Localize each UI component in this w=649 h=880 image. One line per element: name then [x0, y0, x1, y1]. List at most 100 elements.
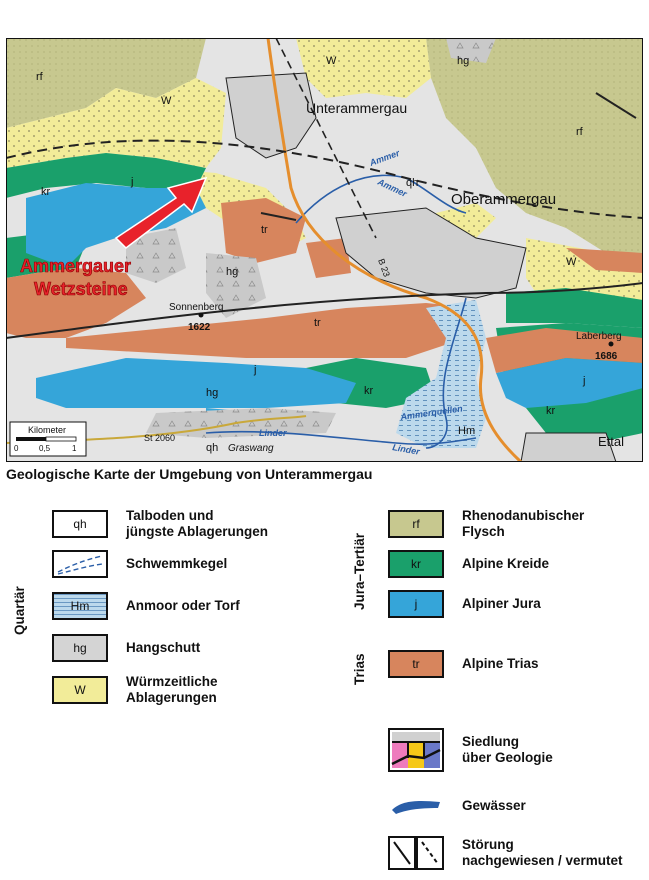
tr-area-right: [486, 328, 643, 373]
rf-area-right: [426, 38, 643, 268]
legend-w: W Würmzeitliche Ablagerungen: [52, 674, 218, 706]
legend-label-stoerung: Störung nachgewiesen / vermutet: [462, 837, 623, 868]
unit-label-rf-1: rf: [36, 71, 44, 83]
rf-area-left: [6, 38, 206, 128]
tr-area-left: [6, 268, 146, 338]
legend-code-tr: tr: [412, 657, 420, 671]
legend-swatch-kr: kr: [388, 550, 444, 578]
hg-area-center: [206, 253, 266, 318]
legend-label-kr: Alpine Kreide: [462, 556, 550, 571]
settlement-ettal: [520, 432, 617, 462]
tr-area-topright: [566, 248, 643, 273]
unit-label-hm-1: Hm: [458, 425, 475, 437]
scale-bar: Kilometer 0 0,5 1: [9, 421, 87, 457]
unit-label-j-2: j: [253, 364, 256, 376]
legend-swatch-qh: qh: [52, 510, 108, 538]
legend-label-hm: Anmoor oder Torf: [126, 598, 240, 613]
river-label-linder-1: Linder: [259, 428, 287, 438]
legend-code-w: W: [74, 683, 86, 697]
legend-gewaesser: Gewässer: [388, 796, 526, 816]
legend-qh: qh Talboden und jüngste Ablagerungen: [52, 508, 268, 540]
j-area-center: [36, 358, 356, 408]
legend-swatch-rf: rf: [388, 510, 444, 538]
place-graswang: Graswang: [228, 443, 274, 454]
legend-label-w: Würmzeitliche Ablagerungen: [126, 674, 218, 705]
geological-map: rf W W hg rf kr j qh tr hg W tr j kr hg …: [6, 38, 643, 462]
scale-0: 0: [14, 444, 19, 453]
group-quartaer: Quartär: [12, 586, 27, 635]
legend-swatch-tr: tr: [388, 650, 444, 678]
legend-label-hg: Hangschutt: [126, 640, 201, 655]
unit-label-j-3: j: [582, 375, 585, 387]
legend-swatch-j: j: [388, 590, 444, 618]
legend-swatch-schwemmkegel: [52, 550, 108, 578]
scale-1: 1: [72, 444, 77, 453]
river-ammer: [295, 174, 467, 224]
peak-laberberg: Laberberg: [576, 331, 622, 342]
unit-label-rf-2: rf: [576, 126, 584, 138]
fan-icon: [57, 555, 103, 575]
j-area-left: [26, 183, 206, 268]
settlement-icon: [388, 728, 444, 772]
group-trias: Trias: [352, 653, 367, 685]
legend-code-hm: Hm: [70, 599, 90, 613]
fault-short: [595, 92, 637, 119]
legend-label-qh: Talboden und jüngste Ablagerungen: [126, 508, 269, 539]
fault-diag: [275, 38, 377, 239]
unit-label-w-1: W: [161, 95, 172, 107]
legend-rf: rf Rhenodanubischer Flysch: [388, 508, 584, 540]
fault-main: [6, 139, 643, 219]
legend-code-j: j: [414, 597, 418, 611]
river-label-linder-2: Linder: [392, 442, 421, 457]
map-title: Geologische Karte der Umgebung von Unter…: [6, 466, 373, 482]
water-icon: [392, 800, 440, 814]
unit-label-qh-1: qh: [406, 177, 418, 189]
hg-area-left: [126, 228, 186, 283]
place-ettal: Ettal: [598, 434, 624, 449]
scale-title: Kilometer: [28, 425, 66, 435]
legend-label-schwemmkegel: Schwemmkegel: [126, 556, 228, 571]
hg-area-top: [446, 38, 496, 63]
road-label-st2060: St 2060: [144, 433, 175, 443]
legend-code-rf: rf: [412, 517, 420, 531]
peak-sonnenberg-elev: 1622: [188, 322, 211, 333]
tr-area-center: [221, 198, 306, 263]
kr-area-rightmid: [506, 288, 643, 328]
kr-area-left: [6, 153, 206, 198]
sonnenberg-point: [198, 312, 204, 318]
fault-short2: [260, 212, 297, 221]
scale-05: 0,5: [39, 444, 51, 453]
laberberg-point: [608, 341, 614, 347]
unit-label-hg-3: hg: [206, 387, 218, 399]
group-jura-tertiaer: Jura–Tertiär: [352, 532, 367, 610]
legend-j: j Alpiner Jura: [388, 590, 541, 618]
tr-area-centerright: [306, 238, 351, 278]
legend-label-j: Alpiner Jura: [462, 596, 541, 611]
legend-swatch-hm: Hm: [52, 592, 108, 620]
unit-label-j-1: j: [130, 176, 133, 188]
fault-icon: [388, 836, 444, 870]
legend-stoerung: Störung nachgewiesen / vermutet: [388, 836, 623, 870]
callout-wetzsteine-2: Wetzsteine: [34, 279, 128, 299]
legend-swatch-hg: hg: [52, 634, 108, 662]
callout-wetzsteine-1: Ammergauer: [20, 256, 131, 276]
w-area-topcenter: [296, 38, 431, 98]
legend-code-qh: qh: [73, 517, 87, 531]
j-area-right: [496, 358, 643, 408]
unit-label-tr-2: tr: [314, 317, 321, 329]
legend-label-gewaesser: Gewässer: [462, 798, 526, 813]
peak-sonnenberg: Sonnenberg: [169, 302, 224, 313]
legend-kr: kr Alpine Kreide: [388, 550, 549, 578]
peak-laberberg-elev: 1686: [595, 351, 618, 362]
legend-tr: tr Alpine Trias: [388, 650, 539, 678]
unit-label-kr-2: kr: [364, 385, 374, 397]
unit-label-w-2: W: [326, 55, 337, 67]
legend-hm: Hm Anmoor oder Torf: [52, 592, 240, 620]
unit-label-qh-2: qh: [206, 442, 218, 454]
settlement-unterammergau: [225, 72, 317, 159]
legend-label-siedlung: Siedlung über Geologie: [462, 734, 553, 765]
legend-siedlung: Siedlung über Geologie: [388, 728, 553, 772]
unit-label-hg-1: hg: [457, 55, 469, 67]
river-linder: [205, 430, 477, 445]
place-oberammergau: Oberammergau: [451, 191, 556, 208]
